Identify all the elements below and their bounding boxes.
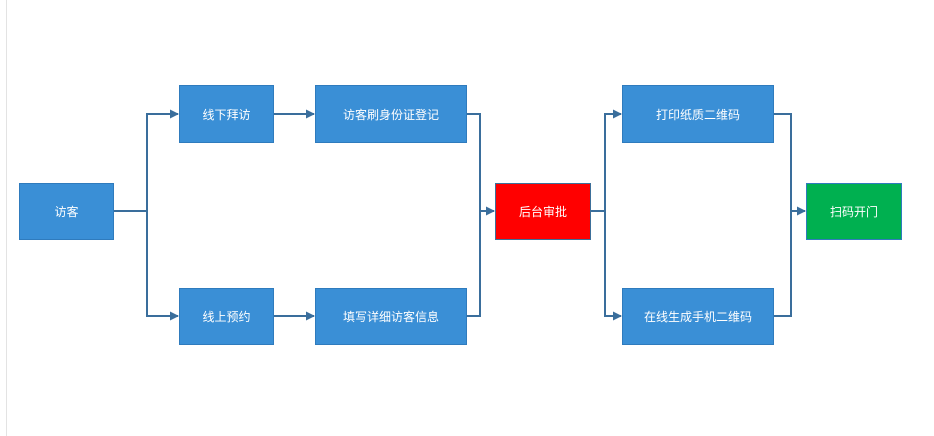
node-mobile-qr: 在线生成手机二维码 [622,288,774,345]
connector-print-to-door [773,113,806,216]
connector-visitor-to-online [146,211,179,321]
node-online-booking: 线上预约 [179,288,274,345]
node-scan-open-door: 扫码开门 [806,183,902,240]
node-fill-visitor-info: 填写详细访客信息 [315,288,467,345]
node-id-card-register: 访客刷身份证登记 [315,85,467,143]
connector-approval-to-mobile [604,211,622,321]
left-border-line [6,0,7,436]
node-backend-approval: 后台审批 [495,183,591,240]
connector-mobile-to-door [773,211,792,317]
connector-approval-to-print [590,109,622,212]
node-print-qr: 打印纸质二维码 [622,85,774,143]
node-visitor: 访客 [19,183,114,240]
connector-idcard-to-approval [466,113,495,216]
node-offline-visit: 线下拜访 [179,85,274,143]
connector-visitor-to-offline [113,109,179,212]
connector-fillinfo-to-approval [466,211,481,317]
